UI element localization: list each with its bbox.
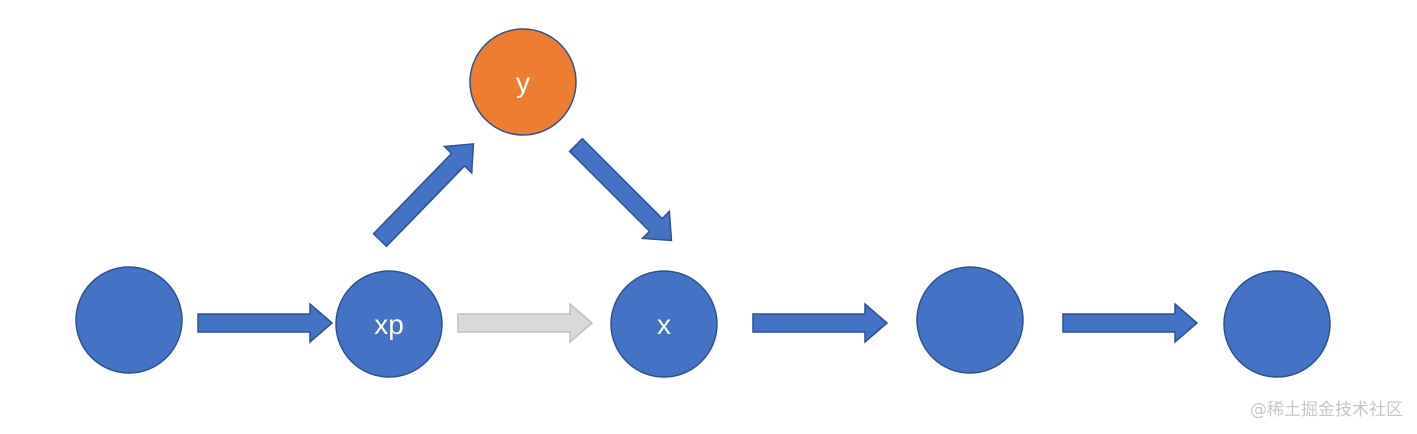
watermark: @稀土掘金技术社区 bbox=[1250, 400, 1403, 420]
node-5 bbox=[916, 266, 1024, 374]
arrow-x-to-n5 bbox=[752, 302, 889, 344]
node-6 bbox=[1223, 270, 1331, 378]
node-xp: xp bbox=[335, 270, 443, 378]
arrow-xp-to-y bbox=[372, 143, 475, 248]
arrow-n5-to-n6 bbox=[1062, 302, 1199, 344]
node-y: y bbox=[469, 28, 577, 136]
node-x: x bbox=[610, 270, 718, 378]
node-x-label: x bbox=[657, 309, 671, 340]
node-y-label: y bbox=[516, 67, 530, 98]
arrow-n1-to-xp bbox=[197, 302, 334, 344]
node-1 bbox=[75, 266, 183, 374]
arrow-xp-to-x-faded bbox=[457, 302, 594, 344]
arrow-y-to-x bbox=[568, 137, 673, 242]
node-xp-label: xp bbox=[374, 309, 404, 340]
